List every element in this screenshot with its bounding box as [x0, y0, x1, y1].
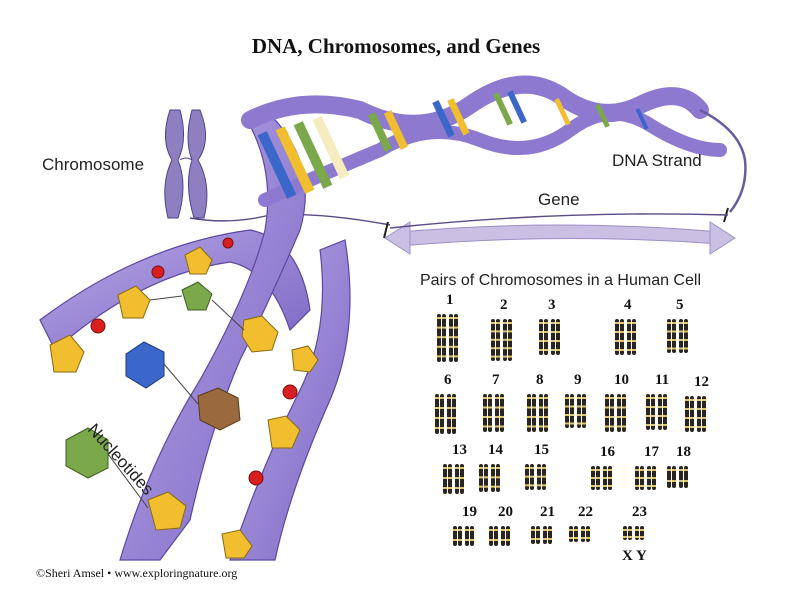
chromosome-pair-9	[565, 394, 586, 428]
chromosome-pair-4	[615, 319, 636, 355]
helix-rungs	[257, 90, 649, 199]
chromosome-pair-13	[443, 464, 464, 494]
chromosome-number-3: 3	[548, 297, 556, 313]
chromosome-pair-23	[623, 526, 644, 540]
chromosome-number-9: 9	[574, 372, 582, 388]
chromosome-number-23: 23	[632, 504, 647, 520]
chromosome-pair-12	[685, 396, 706, 432]
chromosome-label: Chromosome	[42, 155, 145, 174]
chromosome-pair-18	[667, 466, 688, 488]
chromosome-pair-17	[635, 466, 656, 490]
chromosome-pair-16	[591, 466, 612, 490]
chromosome-number-1: 1	[446, 292, 454, 308]
karyotype-title: Pairs of Chromosomes in a Human Cell	[420, 272, 701, 289]
chromosome-number-12: 12	[694, 374, 709, 390]
gene-label: Gene	[538, 190, 580, 209]
chromosome-pair-7	[483, 394, 504, 432]
chromosome-number-15: 15	[534, 442, 549, 458]
chromosome-number-18: 18	[676, 444, 691, 460]
chromosome-number-11: 11	[655, 372, 670, 388]
chromosome-figure	[164, 109, 391, 226]
chromosome-pair-22	[569, 526, 590, 542]
chromosome-pair-19	[453, 526, 474, 546]
chromosome-pair-11	[646, 394, 667, 430]
diagram-title: DNA, Chromosomes, and Genes	[251, 34, 541, 58]
chromosome-number-17: 17	[644, 444, 659, 460]
karyotype	[435, 314, 706, 546]
chromosome-pair-3	[539, 319, 560, 355]
chromosome-number-5: 5	[676, 297, 684, 313]
chromosome-pair-8	[527, 394, 548, 432]
chromosome-number-16: 16	[600, 444, 615, 460]
chromosome-pair-14	[479, 464, 500, 492]
chromosome-pair-21	[531, 526, 552, 544]
chromosome-number-20: 20	[498, 504, 513, 520]
chromosome-number-7: 7	[492, 372, 500, 388]
chromosome-number-13: 13	[452, 442, 467, 458]
credit-line: ©Sheri Amsel • www.exploringnature.org	[36, 566, 238, 580]
chromosome-pair-10	[605, 394, 626, 432]
chromosome-number-2: 2	[500, 297, 508, 313]
nucleotide-bases	[49, 246, 319, 559]
chromosome-number-8: 8	[536, 372, 544, 388]
chromosome-pair-1	[437, 314, 458, 362]
chromosome-number-22: 22	[578, 504, 593, 520]
chromosome-number-10: 10	[614, 372, 629, 388]
chromosome-number-19: 19	[462, 504, 477, 520]
chromosome-pair-2	[491, 319, 512, 361]
chromosome-number-6: 6	[444, 372, 452, 388]
gene-arrow	[383, 207, 736, 255]
chromosome-pair-5	[667, 319, 688, 353]
chromosome-number-21: 21	[540, 504, 555, 520]
chromosome-pair-6	[435, 394, 456, 434]
chromosome-number-4: 4	[624, 297, 632, 313]
chromosome-number-14: 14	[488, 442, 503, 458]
chromosome-pair-20	[489, 526, 510, 546]
dna-strand-label: DNA Strand	[612, 151, 702, 170]
phosphate-groups	[90, 237, 298, 486]
chromosome-pair-15	[525, 464, 546, 490]
sex-chromosome-labels: X Y	[622, 548, 647, 564]
